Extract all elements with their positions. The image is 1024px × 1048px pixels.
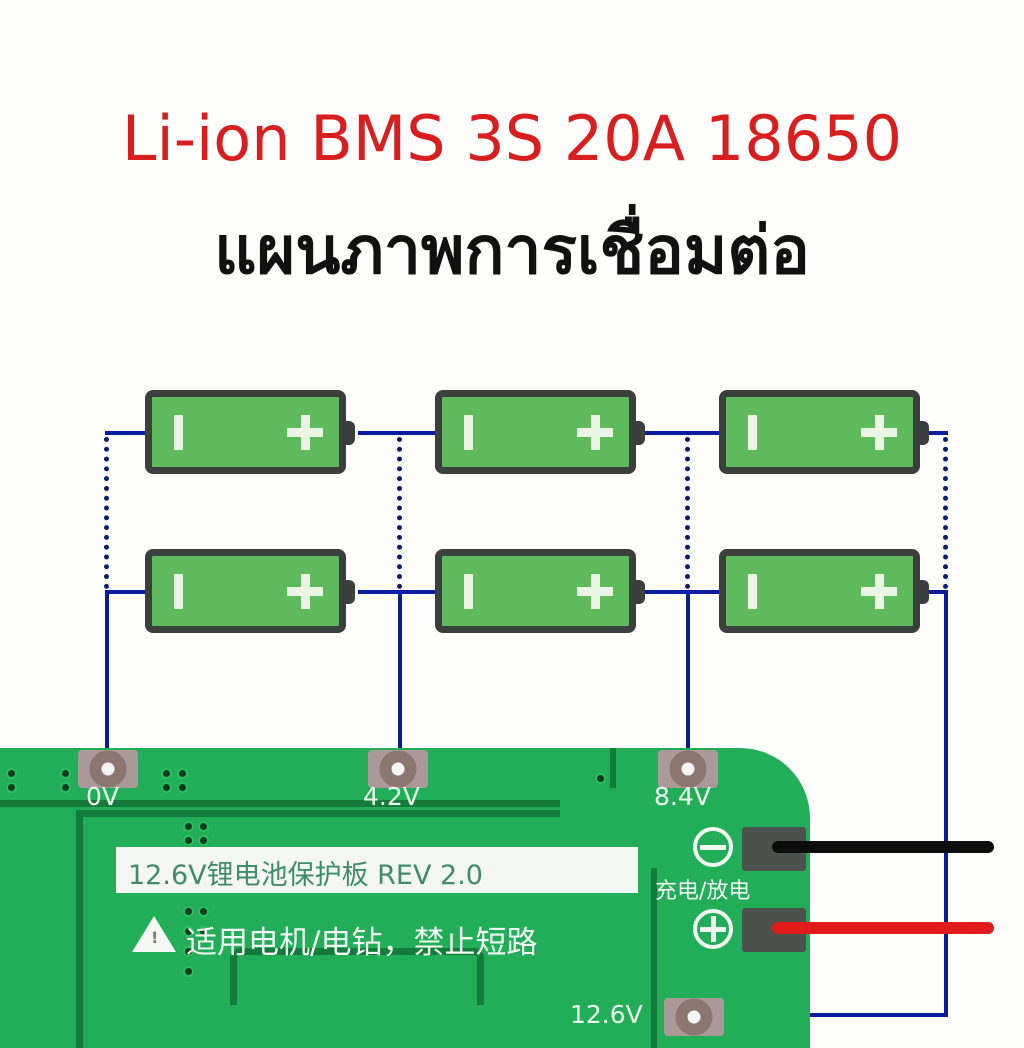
battery-cell-r1c2 xyxy=(435,390,645,474)
pcb-pad-0v xyxy=(78,750,138,788)
wire-row1-mid2 xyxy=(645,431,721,435)
pcb-via xyxy=(185,908,192,915)
pcb-pad-8v4 xyxy=(658,750,718,788)
pcb-trace-right-vertical xyxy=(651,868,657,1048)
pad-label-12v6: 12.6V xyxy=(570,1000,643,1029)
plus-icon-stem xyxy=(590,415,600,450)
pcb-via xyxy=(597,775,604,782)
battery-terminal xyxy=(346,580,355,604)
wire-drop-8v4 xyxy=(686,590,690,768)
pcb-via xyxy=(200,837,207,844)
battery-terminal xyxy=(346,421,355,445)
wire-drop-0v xyxy=(105,590,109,768)
battery-terminal xyxy=(636,580,645,604)
warning-text: 适用电机/电钻，禁止短路 xyxy=(186,925,538,961)
negative-icon xyxy=(748,415,757,450)
pcb-trace-top xyxy=(0,800,560,807)
parallel-link-3 xyxy=(685,437,690,589)
negative-icon xyxy=(748,574,757,609)
pcb-via xyxy=(62,770,69,777)
battery-cell-r2c3 xyxy=(719,549,929,633)
negative-icon xyxy=(464,415,473,450)
pad-label-8v4: 8.4V xyxy=(654,782,711,811)
wire-row2-mid1 xyxy=(358,590,436,594)
battery-terminal xyxy=(920,421,929,445)
battery-terminal xyxy=(636,421,645,445)
plus-icon-stem xyxy=(300,415,310,450)
silkscreen-title: 12.6V锂电池保护板 REV 2.0 xyxy=(128,860,483,891)
wire-drop-4v2 xyxy=(398,590,402,768)
lead-negative-black xyxy=(772,841,994,853)
plus-icon-stem xyxy=(590,574,600,609)
pcb-trace-left-vertical xyxy=(76,810,83,1048)
pcb-trace-bottom-loop xyxy=(230,948,484,1005)
pcb-via xyxy=(185,968,192,975)
pcb-via xyxy=(185,823,192,830)
pcb-pad-4v2 xyxy=(368,750,428,788)
wire-row1-mid1 xyxy=(358,431,436,435)
pcb-via xyxy=(8,770,15,777)
pcb-via xyxy=(8,784,15,791)
pcb-via xyxy=(185,928,192,935)
pcb-via xyxy=(185,948,192,955)
pcb-via xyxy=(179,770,186,777)
pcb-via xyxy=(179,784,186,791)
wire-drop-12v6 xyxy=(944,590,948,1017)
wire-row1-left xyxy=(105,431,147,435)
page-subtitle: แผนภาพการเชื่อมต่อ xyxy=(214,212,810,289)
pcb-via xyxy=(163,770,170,777)
parallel-link-1 xyxy=(104,437,109,589)
pcb-via xyxy=(200,928,207,935)
silkscreen-label-box xyxy=(116,847,638,893)
pcb-via xyxy=(200,908,207,915)
minus-circle-icon xyxy=(693,827,733,867)
pcb-trace-inner xyxy=(80,810,560,817)
battery-cell-r2c2 xyxy=(435,549,645,633)
plus-icon-stem xyxy=(874,415,884,450)
battery-cell-r1c3 xyxy=(719,390,929,474)
pcb-trace-divider xyxy=(610,748,616,788)
negative-icon xyxy=(174,574,183,609)
wire-row1-right xyxy=(928,431,948,435)
pcb-via xyxy=(62,784,69,791)
plus-icon-stem xyxy=(300,574,310,609)
battery-cell-r1c1 xyxy=(145,390,355,474)
wire-row2-mid2 xyxy=(645,590,721,594)
parallel-link-4 xyxy=(943,437,948,589)
negative-icon xyxy=(174,415,183,450)
parallel-link-2 xyxy=(397,437,402,589)
pad-label-0v: 0V xyxy=(86,782,120,811)
wire-row2-left xyxy=(105,590,147,594)
negative-icon xyxy=(464,574,473,609)
pcb-pad-12v6 xyxy=(664,998,724,1036)
lead-positive-red xyxy=(772,922,994,934)
pcb-via xyxy=(163,784,170,791)
warning-triangle-icon: ! xyxy=(132,916,176,952)
plus-icon-stem xyxy=(874,574,884,609)
page-title: Li-ion BMS 3S 20A 18650 xyxy=(121,102,903,175)
pad-label-4v2: 4.2V xyxy=(363,782,420,811)
battery-cell-r2c1 xyxy=(145,549,355,633)
plus-circle-icon xyxy=(693,909,733,949)
wire-bottom-12v6 xyxy=(700,1013,948,1017)
pcb-via xyxy=(200,823,207,830)
battery-terminal xyxy=(920,580,929,604)
charge-discharge-label: 充电/放电 xyxy=(655,879,751,904)
wire-row2-right xyxy=(928,590,948,594)
pcb-via xyxy=(185,837,192,844)
